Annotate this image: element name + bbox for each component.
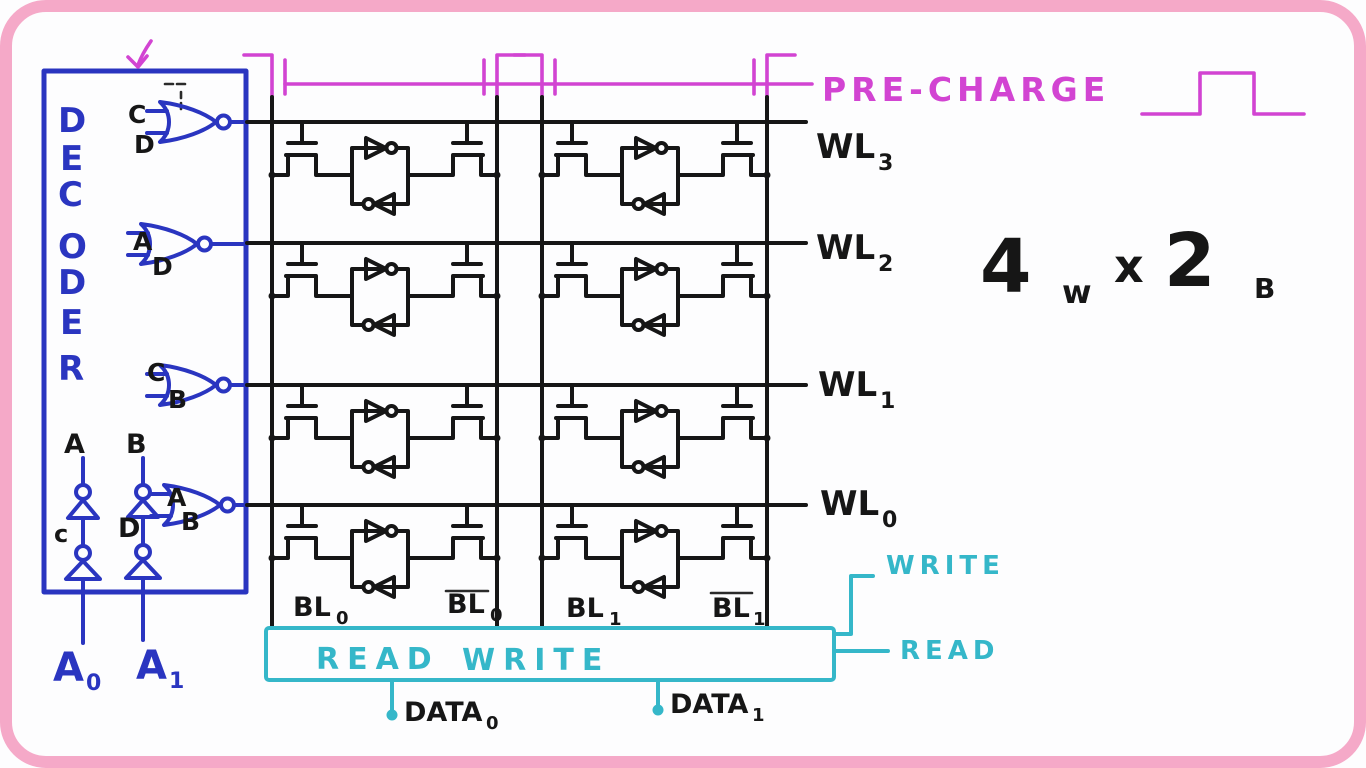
gate-input-label: B	[181, 507, 200, 536]
sram-cell-r2c0	[266, 241, 503, 337]
bitline-label: BL	[293, 592, 331, 623]
wordline-label-wl2: WL 2	[816, 228, 893, 277]
bitline-label: BL	[712, 593, 750, 624]
data-port-1: DATA 1	[652, 678, 765, 726]
data-port-label-sub: 0	[486, 713, 499, 734]
data0-terminal-dot	[386, 709, 398, 721]
address-label-sub: 0	[86, 671, 101, 696]
precharge-pmos-bl0b	[482, 53, 527, 99]
decoder-title: D E C O D E R	[58, 101, 87, 389]
inverter-chain-a0	[64, 456, 102, 645]
write-signal-label: WRITE	[886, 551, 1005, 581]
read-write-box-label-read: READ	[316, 642, 440, 677]
inverter-chain-a1	[124, 456, 162, 642]
gate-input-label: A	[167, 483, 187, 512]
nor-gate-wl3	[145, 100, 232, 144]
address-arrow-icon	[126, 39, 153, 69]
sram-cell-r0c0	[266, 503, 503, 599]
wordline-label-wl3: WL 3	[816, 127, 893, 176]
bitline-label-bl1-bar: BL 1	[709, 591, 766, 630]
bitline-label-sub: 0	[336, 608, 349, 629]
bitline-label-bl0: BL 0	[293, 592, 349, 629]
wordline-label-sub: 3	[878, 151, 893, 176]
decoder-box	[41, 68, 249, 595]
bitline-label: BL	[447, 589, 485, 620]
decoder-letter: R	[58, 349, 84, 389]
gate-input-label: B	[168, 385, 187, 414]
capacity-bits-unit: B	[1254, 272, 1275, 305]
dashed-mark	[163, 82, 187, 111]
bitline-label-bl0-bar: BL 0	[444, 589, 503, 626]
bitline-label-sub: 1	[609, 609, 622, 630]
gate-input-label: C	[128, 100, 146, 129]
chain-mid-label: D	[118, 513, 140, 544]
wordline-label: WL	[816, 228, 875, 268]
data-port-label: DATA	[404, 697, 483, 728]
decoder-letter: D	[58, 101, 86, 141]
wordline-label: WL	[818, 365, 877, 405]
gate-input-label: A	[133, 227, 153, 256]
address-label: A	[136, 643, 167, 689]
precharge-pmos-bl1	[512, 53, 557, 99]
address-input-a0: A 0	[53, 645, 101, 696]
bitline-label-sub: 1	[753, 609, 766, 630]
bitline-label: BL	[566, 593, 604, 624]
read-write-box-label-write: WRITE	[462, 643, 610, 678]
address-input-a1: A 1	[136, 643, 184, 694]
sram-cell-r2c1	[536, 241, 773, 337]
precharge-label: PRE-CHARGE	[822, 70, 1110, 109]
wordline-label: WL	[820, 484, 879, 524]
wordline-label-sub: 1	[880, 389, 895, 414]
data1-terminal-dot	[652, 704, 664, 716]
capacity-words-unit: w	[1062, 273, 1092, 311]
sram-cell-r1c1	[536, 383, 773, 479]
gate-input-label: C	[147, 358, 165, 387]
wordline-label-wl0: WL 0	[820, 484, 897, 533]
data-port-label: DATA	[670, 689, 749, 720]
bitline-label-bl1: BL 1	[566, 593, 622, 630]
write-signal-wire	[832, 574, 875, 636]
precharge-pmos-bl0	[242, 53, 287, 99]
data-port-0: DATA 0	[386, 678, 499, 734]
bitline-label-sub: 0	[490, 605, 503, 626]
decoder-letter: O	[58, 227, 87, 267]
gate-output-wires	[209, 120, 249, 507]
decoder-letter: C	[58, 175, 83, 215]
wordline-label: WL	[816, 127, 875, 167]
pulse-waveform-icon	[1140, 71, 1306, 116]
gate-input-label: D	[134, 130, 155, 159]
chain-mid-label: c	[54, 520, 68, 548]
sram-cell-r3c1	[536, 120, 773, 216]
decoder-letter: D	[58, 263, 86, 303]
capacity-times: x	[1114, 239, 1144, 293]
gate-input-label: D	[152, 252, 173, 281]
sram-cell-r3c0	[266, 120, 503, 216]
wordline-label-wl1: WL 1	[818, 365, 895, 414]
data-port-label-sub: 1	[752, 705, 765, 726]
chain-output-label: A	[64, 429, 85, 460]
capacity-words: 4	[980, 224, 1032, 310]
sram-cell-r0c1	[536, 503, 773, 599]
read-signal-label: READ	[900, 636, 1000, 666]
capacity-note: 4 w x 2 B	[980, 218, 1275, 311]
address-label: A	[53, 645, 84, 691]
wordline-label-sub: 2	[878, 252, 893, 277]
capacity-bits: 2	[1164, 218, 1216, 304]
decoder-letter: E	[60, 303, 83, 343]
sram-cell-r1c0	[266, 383, 503, 479]
chain-output-label: B	[126, 429, 147, 460]
read-write-box	[264, 626, 836, 682]
precharge-pmos-bl1b	[752, 53, 797, 99]
gate-input-labels: C D A D C B A B	[128, 100, 200, 536]
decoder-letter: E	[60, 139, 83, 179]
wordline-label-sub: 0	[882, 508, 897, 533]
address-label-sub: 1	[169, 669, 184, 694]
